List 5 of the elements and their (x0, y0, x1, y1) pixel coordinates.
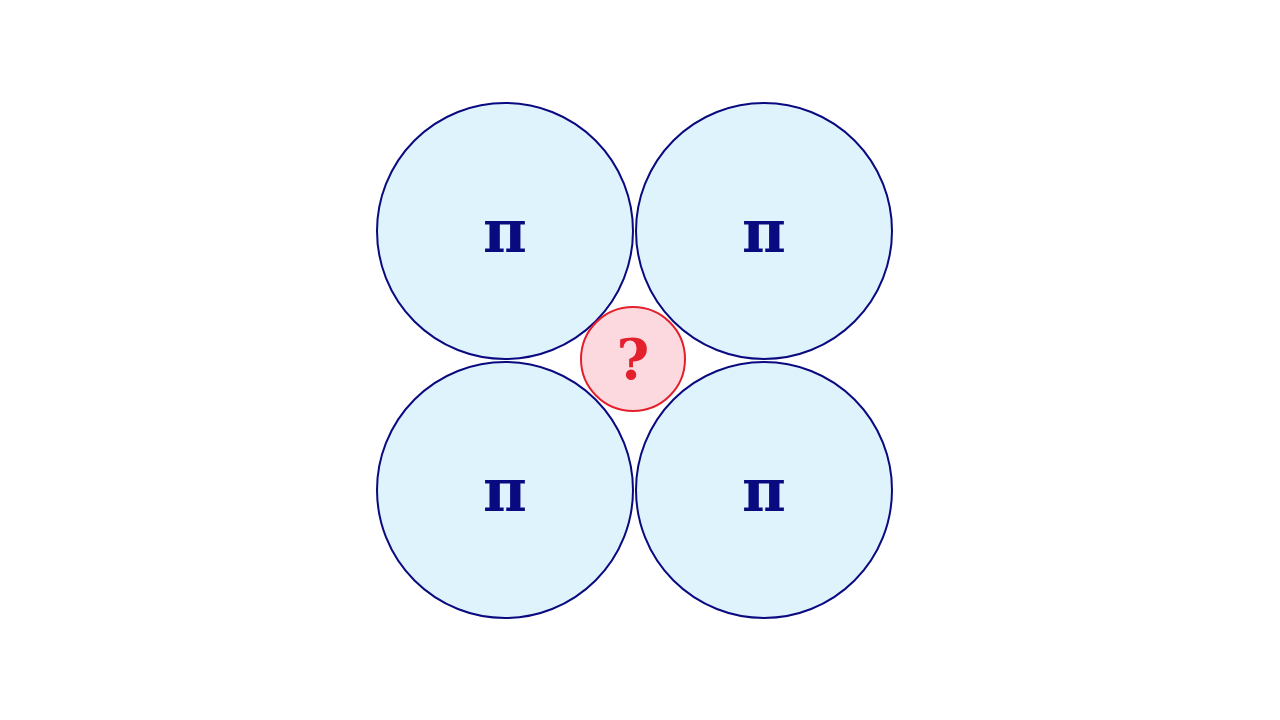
symbol-label: π (483, 201, 527, 261)
symbol-label: π (742, 460, 786, 520)
symbol-label: ? (616, 331, 650, 387)
symbol-label: π (742, 201, 786, 261)
symbol-label: π (483, 460, 527, 520)
